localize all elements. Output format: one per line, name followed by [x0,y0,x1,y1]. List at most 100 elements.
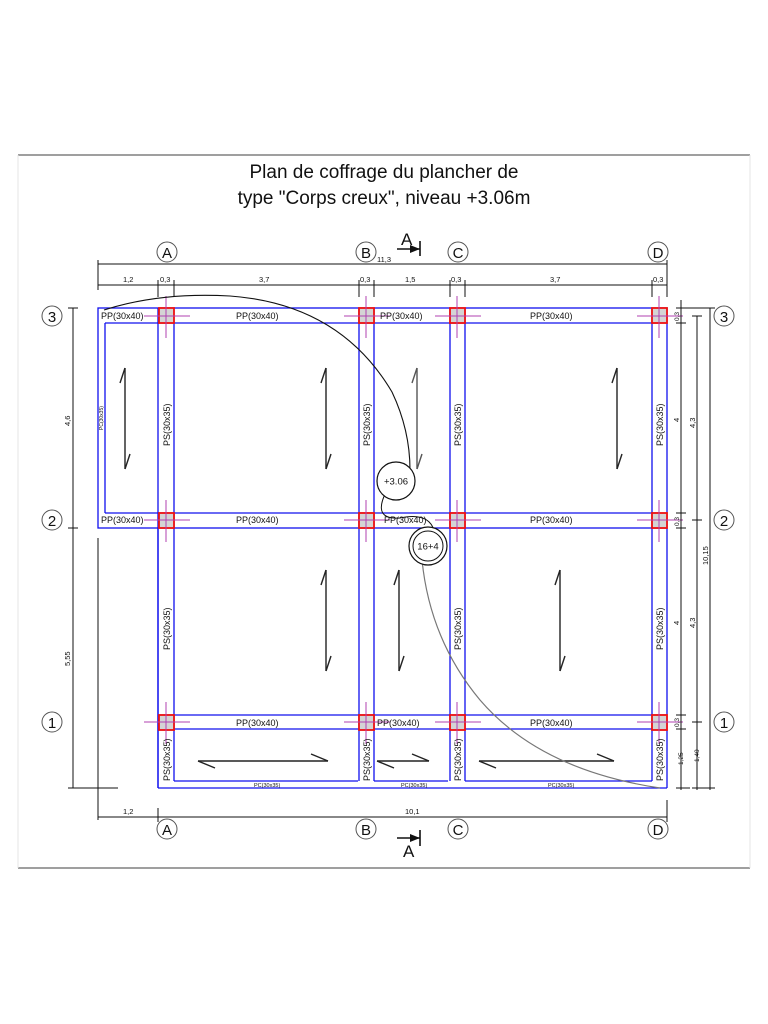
span-arrow-bottom-1 [197,753,329,769]
svg-text:C: C [453,245,464,262]
dim-left-lower: 5,55 [63,651,72,666]
dim-top-8: 0,3 [653,275,663,284]
axis-bubbles: A B C D A B C D 3 2 1 3 2 1 [41,241,735,840]
beam-label-pp: PP(30x40) [236,718,279,728]
slab-outline-upper [97,307,668,529]
beam-label-ps: PS(30x35) [162,403,172,446]
svg-text:A: A [162,822,172,839]
beam-label-pp: PP(30x40) [384,515,427,525]
section-marker-top: A [397,230,421,256]
slab-thickness-value: 16+4 [417,542,438,553]
dim-bottom-left: 1,2 [123,807,133,816]
beam-label-pp: PP(30x40) [530,718,573,728]
joist-direction-symbols [119,367,623,769]
slab-thickness-bubble: 16+4 [408,526,448,566]
span-arrow-mid-1 [320,569,332,672]
axis-bubble-A-top: A [156,241,178,263]
dim-right-inner-6: 1,25 [678,752,685,765]
dim-right-mid-1: 4,3 [688,418,697,428]
axis-bubble-A-bottom: A [156,818,178,840]
section-label-top: A [401,230,413,249]
dim-right-mid-2: 4,3 [688,618,697,628]
dim-right-total: 10,15 [701,546,710,565]
leader-curves [103,294,661,789]
dim-top-1: 1,2 [123,275,133,284]
axis-bubble-1-left: 1 [41,711,63,733]
svg-text:1: 1 [48,715,56,732]
dim-top-total: 11,3 [377,255,391,264]
span-arrow-upper-4 [611,367,623,470]
svg-text:D: D [653,822,664,839]
beam-label-ps: PS(30x35) [453,607,463,650]
beam-label-pp: PP(30x40) [530,515,573,525]
drawing-title-line-2: type "Corps creux", niveau +3.06m [237,188,531,209]
dim-right-inner-2: 4 [672,418,681,422]
section-marker-bottom: A [397,830,421,861]
beam-label-pc: PC(30x35) [99,406,105,430]
level-value: +3.06 [384,477,408,488]
dim-top-4: 0,3 [360,275,370,284]
svg-text:B: B [361,822,371,839]
span-arrow-upper-3 [411,367,423,470]
dimension-texts: 1,2 0,3 3,7 0,3 1,5 0,3 3,7 0,3 11,3 1,2… [63,255,710,816]
beam-label-pp: PP(30x40) [377,718,420,728]
beam-label-ps: PS(30x35) [362,738,372,781]
pc-labels: PC(30x35) PC(30x35) PC(30x35) [254,783,574,789]
beam-label-pc: PC(30x35) [254,783,280,789]
span-arrow-bottom-2 [376,753,430,769]
dim-top-6: 0,3 [451,275,461,284]
axis-bubble-1-right: 1 [713,711,735,733]
dim-right-inner-3: 0,3 [674,517,681,526]
span-arrow-bottom-3 [478,753,615,769]
beam-label-pc: PC(30x35) [401,783,427,789]
dimension-lines [68,260,715,822]
beam-label-pp: PP(30x40) [101,311,144,321]
beam-label-pp: PP(30x40) [236,311,279,321]
beam-label-ps: PS(30x35) [162,607,172,650]
svg-text:3: 3 [48,309,56,326]
dim-top-7: 3,7 [550,275,560,284]
axis-bubble-3-right: 3 [713,305,735,327]
axis-bubble-2-left: 2 [41,509,63,531]
axis-bubble-C-bottom: C [447,818,469,840]
beam-label-pp: PP(30x40) [380,311,423,321]
span-arrow-upper-1 [119,367,131,470]
beam-label-ps: PS(30x35) [655,607,665,650]
dim-top-3: 3,7 [259,275,269,284]
axis-bubble-B-bottom: B [355,818,377,840]
axis-bubble-D-top: D [647,241,669,263]
beam-label-pp: PP(30x40) [530,311,573,321]
axis-crosses [144,296,683,744]
dim-right-mid-3: 1,40 [694,749,701,762]
svg-text:3: 3 [720,309,728,326]
span-arrow-mid-2 [393,569,405,672]
svg-text:D: D [653,245,664,262]
beam-labels: PP(30x40) PP(30x40) PP(30x40) PP(30x40) … [101,311,573,728]
span-arrow-mid-3 [554,569,566,672]
svg-text:A: A [162,245,172,262]
dim-right-inner-4: 4 [672,621,681,625]
beam-label-pc: PC(30x35) [548,783,574,789]
beam-label-ps: PS(30x35) [453,403,463,446]
sheet-frame [17,154,751,869]
dim-left-upper: 4,6 [63,416,72,426]
svg-text:2: 2 [720,513,728,530]
axis-bubble-D-bottom: D [647,818,669,840]
level-bubble: +3.06 [376,461,416,501]
dim-top-5: 1,5 [405,275,415,284]
beam-label-ps: PS(30x35) [362,403,372,446]
dim-right-inner-1: 0,3 [674,312,681,321]
svg-text:2: 2 [48,513,56,530]
beam-label-ps: PS(30x35) [655,738,665,781]
svg-text:1: 1 [720,715,728,732]
axis-bubble-3-left: 3 [41,305,63,327]
svg-text:C: C [453,822,464,839]
axis-bubble-C-top: C [447,241,469,263]
section-label-bottom: A [403,842,415,861]
ps-labels: PS(30x35) PS(30x35) PS(30x35) PS(30x35) … [99,403,665,781]
beams [97,307,668,789]
span-arrow-upper-2 [320,367,332,470]
dim-right-inner-5: 0,3 [674,718,681,727]
axis-bubble-2-right: 2 [713,509,735,531]
